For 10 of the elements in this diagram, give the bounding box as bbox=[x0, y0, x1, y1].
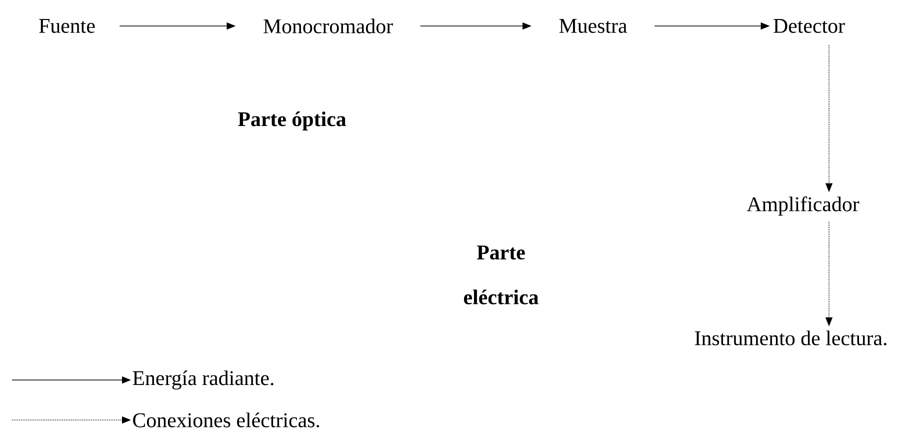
section-label: Parte óptica bbox=[238, 112, 346, 130]
legend-text: Conexiones eléctricas. bbox=[133, 412, 320, 428]
step-label: Muestra bbox=[559, 19, 627, 33]
section-label: Parte eléctrica bbox=[464, 246, 538, 304]
step-label: Amplificador bbox=[746, 196, 860, 216]
step-label: Monocromador bbox=[264, 18, 393, 34]
step-label: Instrumento de lectura. bbox=[695, 330, 886, 346]
step-label: Detector bbox=[774, 19, 845, 33]
legend-text: Energía radiante. bbox=[132, 370, 274, 390]
step-label: Fuente bbox=[39, 19, 95, 33]
